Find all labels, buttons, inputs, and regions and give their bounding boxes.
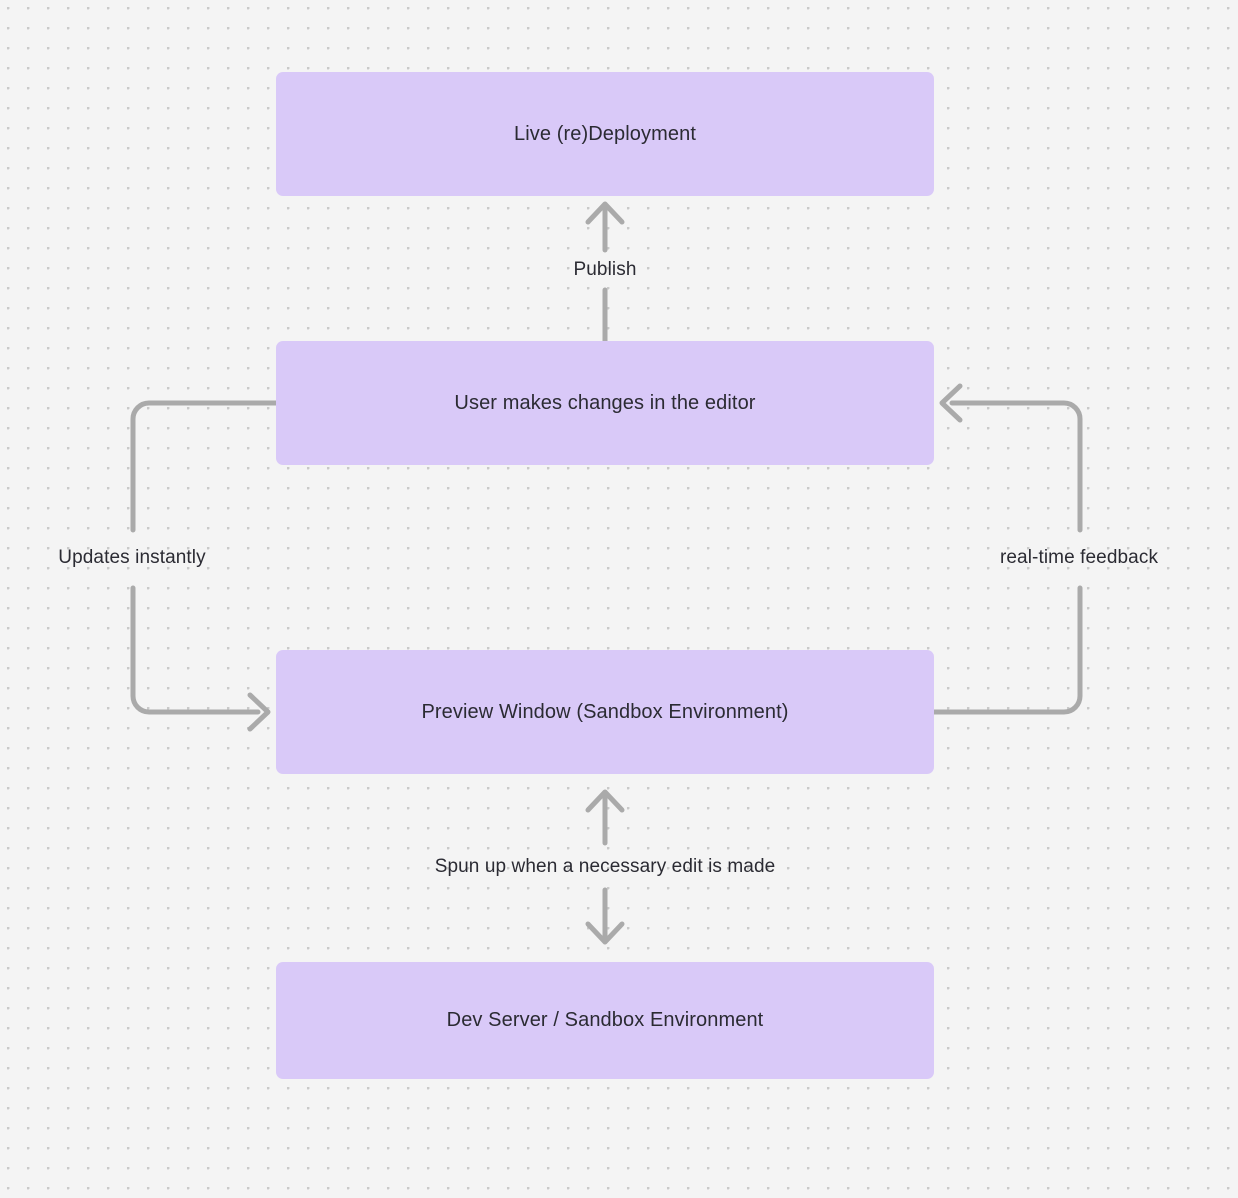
node-live-redeployment-label: Live (re)Deployment (514, 122, 696, 145)
edge-label-updates-instantly: Updates instantly (58, 547, 206, 568)
node-preview-window[interactable]: Preview Window (Sandbox Environment) (276, 650, 934, 774)
node-user-makes-changes[interactable]: User makes changes in the editor (276, 341, 934, 465)
node-live-redeployment[interactable]: Live (re)Deployment (276, 72, 934, 196)
node-dev-server-label: Dev Server / Sandbox Environment (446, 1009, 764, 1031)
edge-label-spun-up: Spun up when a necessary edit is made (434, 856, 776, 877)
node-user-makes-changes-label: User makes changes in the editor (454, 391, 756, 414)
node-dev-server[interactable]: Dev Server / Sandbox Environment (276, 962, 934, 1079)
edge-label-publish: Publish (573, 259, 637, 280)
node-preview-window-label: Preview Window (Sandbox Environment) (421, 700, 789, 723)
edge-label-real-time-feedback: real-time feedback (999, 547, 1159, 568)
